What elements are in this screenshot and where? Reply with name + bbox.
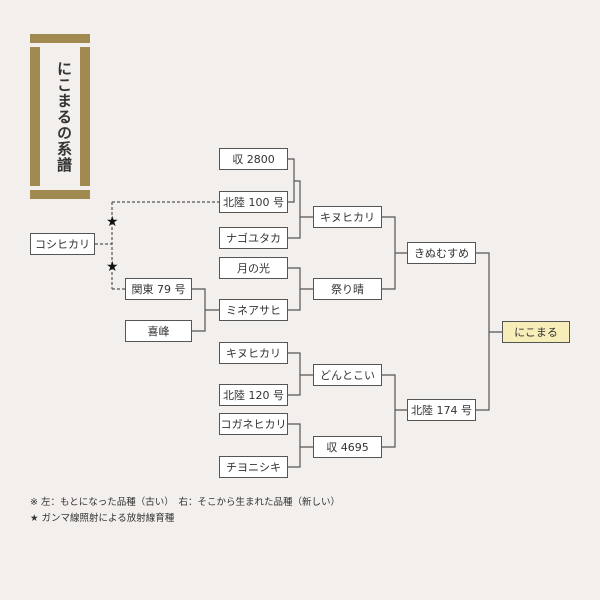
node-chiyonishiki: チヨニシキ xyxy=(219,456,288,478)
connector xyxy=(288,267,313,311)
node-matsuribare: 祭り晴 xyxy=(313,278,382,300)
node-koshihikari: コシヒカリ xyxy=(30,233,95,255)
node-kinuhikari: キヌヒカリ xyxy=(313,206,382,228)
node-kanto79: 関東 79 号 xyxy=(125,278,192,300)
node-hokuriku174: 北陸 174 号 xyxy=(407,399,476,421)
legend-note: ※ 左：もとになった品種（古い） 右：そこから生まれた品種（新しい） xyxy=(30,497,341,508)
node-tsukinohikari: 月の光 xyxy=(219,257,288,279)
connector xyxy=(382,216,407,290)
node-kinumusume: きぬむすめ xyxy=(407,242,476,264)
title-frame-bottom xyxy=(30,190,90,199)
star-icon: ★ xyxy=(106,214,119,230)
node-nagoyutaka: ナゴユタカ xyxy=(219,227,288,249)
title-frame-right xyxy=(80,47,90,186)
node-nikomaru: にこまる xyxy=(502,321,570,343)
connector xyxy=(288,158,313,239)
node-hokuriku100: 北陸 100 号 xyxy=(219,191,288,213)
star-icon: ★ xyxy=(106,259,119,275)
node-dontokoi: どんとこい xyxy=(313,364,382,386)
node-kiho: 喜峰 xyxy=(125,320,192,342)
legend-note: ★ ガンマ線照射による放射線育種 xyxy=(30,513,175,524)
node-mineasahi: ミネアサヒ xyxy=(219,299,288,321)
page-title: にこまるの系譜 xyxy=(55,61,73,173)
node-shu4695: 収 4695 xyxy=(313,436,382,458)
connector xyxy=(476,252,502,411)
node-shu2800: 収 2800 xyxy=(219,148,288,170)
connector xyxy=(288,423,313,468)
title-frame-left xyxy=(30,47,40,186)
connector xyxy=(192,288,219,332)
connector xyxy=(288,352,313,396)
connector xyxy=(382,374,407,448)
node-koganehikari: コガネヒカリ xyxy=(219,413,288,435)
node-kinuhikari: キヌヒカリ xyxy=(219,342,288,364)
node-hokuriku120: 北陸 120 号 xyxy=(219,384,288,406)
title-frame-top xyxy=(30,34,90,43)
